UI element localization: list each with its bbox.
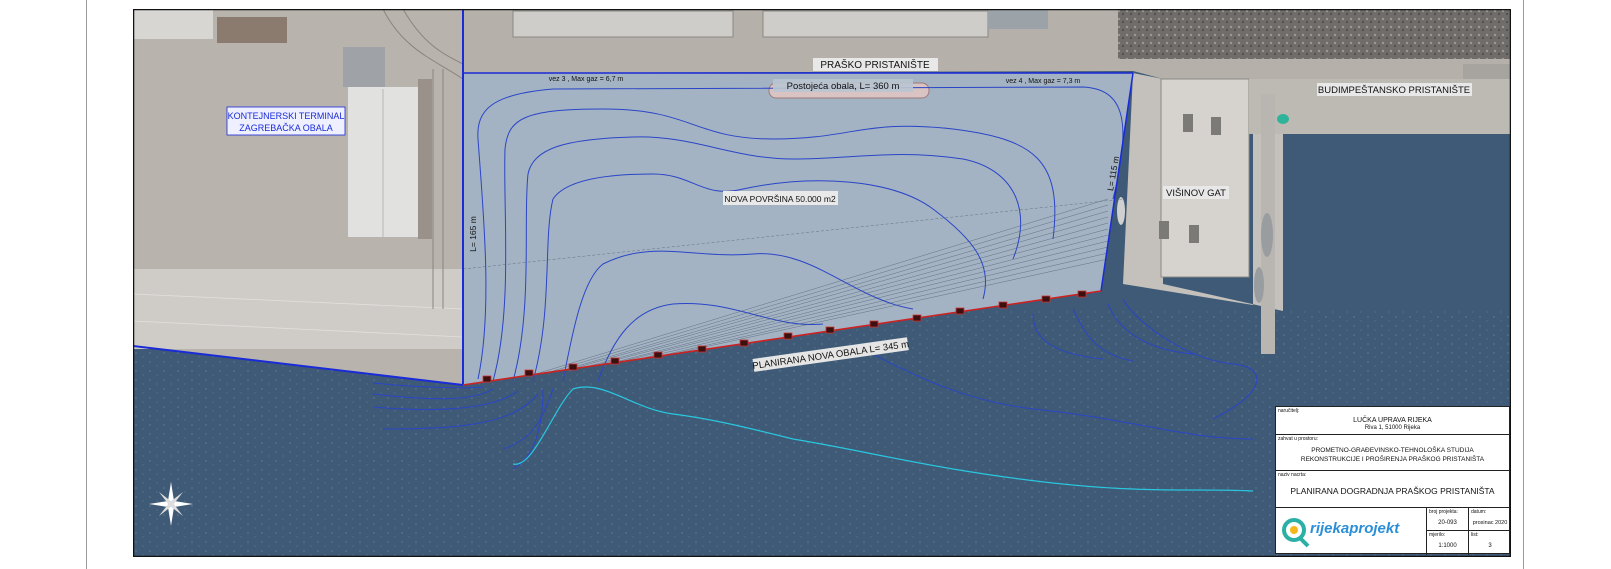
project-boundary: [133, 9, 1134, 386]
client-key: naručitelj:: [1278, 408, 1300, 414]
bollard-icon: [1077, 290, 1087, 298]
contour-cyan: [512, 386, 1254, 492]
site-map: PRAŠKO PRISTANIŠTE KONTEJNERSKI TERMINAL…: [133, 9, 1511, 557]
compass-rose-icon: [149, 482, 193, 526]
label-budimpestansko: BUDIMPEŠTANSKO PRISTANIŠTE: [1318, 85, 1470, 96]
date-cell: datum: prosinac 2020: [1468, 508, 1511, 531]
title-scope-section: zahvat u prostoru: PROMETNO-GRAĐEVINSKO-…: [1276, 435, 1509, 471]
title-drawing-section: naziv nacrta: PLANIRANA DOGRADNJA PRAŠKO…: [1276, 471, 1509, 508]
warehouse-north-2: [762, 10, 989, 38]
project-number-key: broj projekta:: [1429, 509, 1458, 515]
client-address: Riva 1, 51000 Rijeka: [1364, 425, 1421, 431]
title-client-section: naručitelj: LUČKA UPRAVA RIJEKA Riva 1, …: [1276, 407, 1509, 435]
bollard-icon: [653, 351, 663, 359]
scope-key: zahvat u prostoru:: [1278, 436, 1319, 442]
drawing-key: naziv nacrta:: [1278, 472, 1307, 478]
warehouse-terminal: [343, 47, 432, 239]
scale-key: mjerilo:: [1429, 532, 1446, 538]
bollard-icon: [482, 375, 492, 383]
bollard-icon: [825, 326, 835, 334]
scale-value: 1:1000: [1438, 543, 1457, 549]
sheet-cell: list: 3: [1468, 531, 1511, 555]
bollard-icon: [912, 314, 922, 322]
label-l165: L= 165 m: [468, 216, 478, 252]
scope-line-2: REKONSTRUKCIJE I PROŠIRENJA PRAŠKOG PRIS…: [1300, 456, 1485, 463]
label-kontejnerski-2: ZAGREBAČKA OBALA: [239, 123, 333, 133]
label-kontejnerski-1: KONTEJNERSKI TERMINAL: [228, 111, 345, 121]
drawing-title: PLANIRANA DOGRADNJA PRAŠKOG PRISTANIŠTA: [1290, 486, 1495, 496]
bollard-icon: [568, 363, 578, 371]
bollard-icon: [1041, 295, 1051, 303]
new-area: [463, 73, 1133, 385]
bollard-icon: [739, 339, 749, 347]
client-name: LUČKA UPRAVA RIJEKA: [1353, 417, 1432, 424]
fill-hatch: [462, 198, 1124, 382]
scale-cell: mjerilo: 1:1000: [1426, 531, 1468, 555]
bollard-icon: [524, 369, 534, 377]
label-vez4: vez 4 , Max gaz = 7,3 m: [1006, 78, 1081, 85]
project-number-cell: broj projekta: 20-093: [1426, 508, 1468, 531]
bollard-icon: [955, 307, 965, 315]
date-key: datum:: [1471, 509, 1487, 515]
sheet-value: 3: [1488, 543, 1492, 549]
label-vez3: vez 3 , Max gaz = 6,7 m: [549, 76, 624, 83]
bollard-icon: [697, 345, 707, 353]
scope-line-1: PROMETNO-GRAĐEVINSKO-TEHNOLOŠKA STUDIJA: [1311, 447, 1474, 454]
bollard-icon: [783, 332, 793, 340]
label-prasko: PRAŠKO PRISTANIŠTE: [820, 58, 930, 71]
sheet-key: list:: [1471, 532, 1479, 538]
bollard-icon: [869, 320, 879, 328]
date-value: prosinac 2020: [1472, 520, 1508, 526]
bollard-icon: [998, 301, 1008, 309]
company-logo: rijekaprojekt: [1276, 508, 1426, 555]
depth-contours: [372, 86, 1258, 470]
logo-text: rijekaprojekt: [1310, 520, 1400, 537]
label-postojeca: Postojeća obala, L= 360 m: [787, 81, 900, 92]
label-nova-povrsina: NOVA POVRŠINA 50.000 m2: [724, 194, 836, 204]
scrap-yard: [1118, 9, 1511, 59]
title-block: naručitelj: LUČKA UPRAVA RIJEKA Riva 1, …: [1275, 406, 1511, 555]
bollards: [482, 290, 1087, 383]
bollard-icon: [610, 357, 620, 365]
project-number: 20-093: [1438, 520, 1457, 526]
warehouse-north-1: [512, 10, 734, 38]
label-visinov-gat: VIŠINOV GAT: [1166, 188, 1226, 199]
